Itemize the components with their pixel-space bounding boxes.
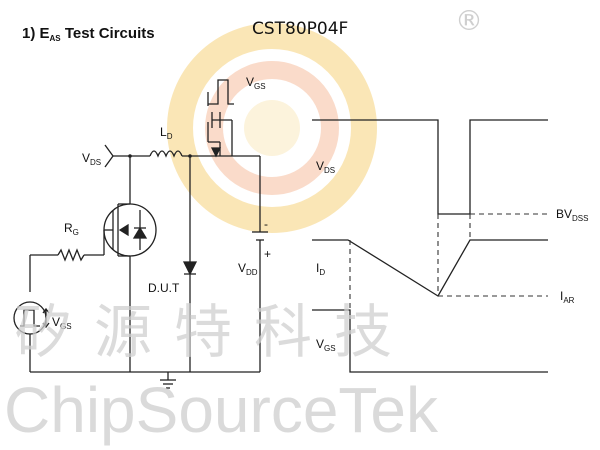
source-vgs-label: VGS — [52, 315, 72, 331]
wave-vds-label: VDS — [316, 159, 335, 175]
top-gate-pulse-icon — [207, 79, 234, 106]
gate-source-pulse-icon — [20, 309, 40, 327]
vds-waveform — [312, 119, 548, 215]
test-circuit: VGS - + VDD — [13, 75, 271, 389]
rg-label: RG — [64, 221, 79, 237]
ld-label: LD — [160, 125, 173, 141]
registered-mark: ® — [455, 4, 483, 37]
wave-vgs-label: VGS — [316, 337, 336, 353]
top-vgs-label: VGS — [246, 75, 266, 91]
top-switch-mosfet — [205, 112, 260, 158]
section-number: 1) EAS Test Circuits — [22, 25, 155, 43]
waveforms: VDS ID VGS BVDSS IAR — [312, 119, 588, 373]
part-number: CST80P04F — [252, 19, 348, 39]
watermark-english: ChipSourceTek — [4, 374, 439, 446]
vgs-waveform — [312, 309, 548, 373]
freewheel-diode — [182, 261, 198, 276]
watermark-chinese: 矽源特科技 — [14, 298, 414, 366]
vdd-label: VDD — [238, 261, 258, 277]
dut-mosfet — [103, 190, 157, 372]
id-waveform — [312, 239, 548, 297]
vdd-plus: + — [264, 247, 271, 261]
vdd-minus: - — [264, 217, 268, 231]
vds-label: VDS — [82, 151, 101, 167]
inductor-ld — [149, 150, 183, 158]
dut-label: D.U.T — [148, 281, 180, 295]
wave-id-label: ID — [316, 261, 325, 277]
iar-label: IAR — [560, 289, 575, 305]
watermark-logo — [167, 23, 377, 233]
bvdss-label: BVDSS — [556, 207, 588, 223]
vds-input-arrow — [104, 144, 114, 168]
resistor-rg — [57, 248, 85, 262]
